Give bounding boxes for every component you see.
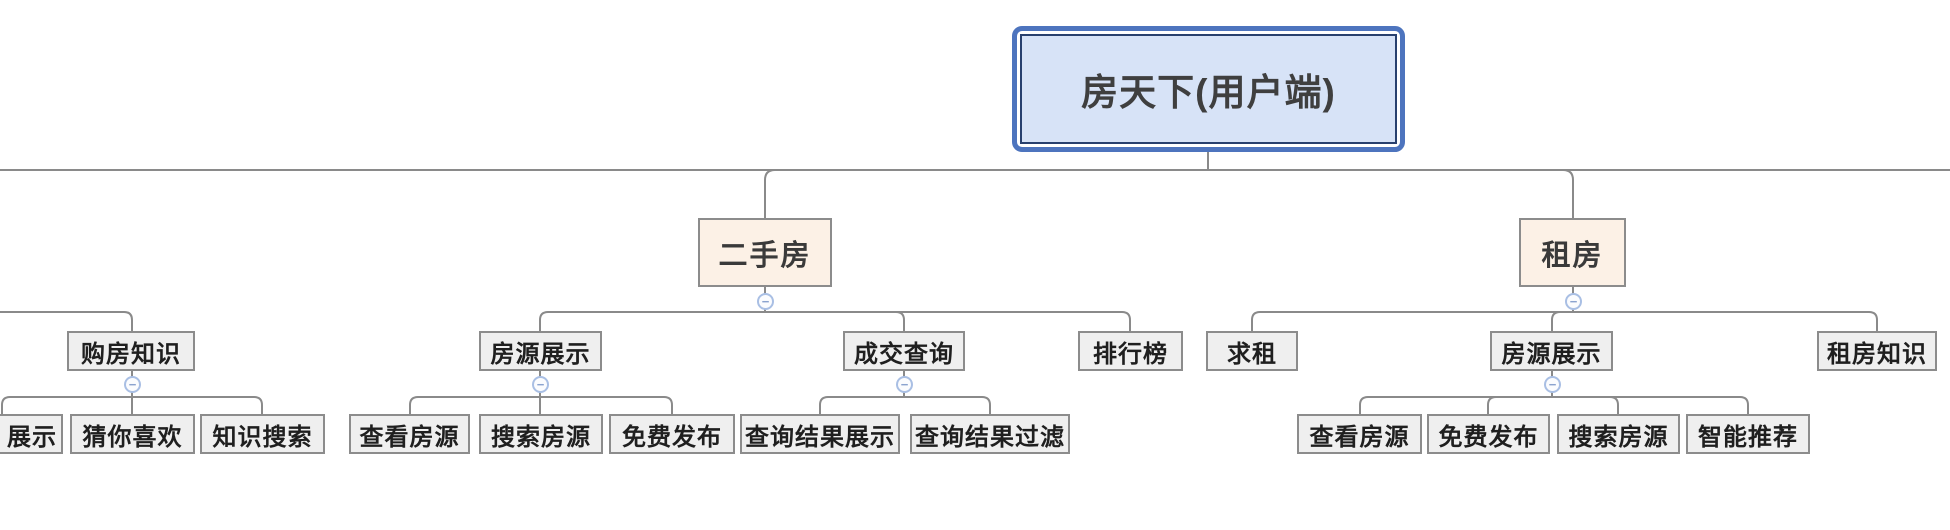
node-ershoufang[interactable]: 二手房 <box>698 218 832 287</box>
fangyuanzhanshi-zf-drop-sousuo <box>1609 396 1619 414</box>
node-mianfeifabu-esf[interactable]: 免费发布 <box>609 414 735 454</box>
node-chengjiaochaxun[interactable]: 成交查询 <box>843 331 965 371</box>
ershoufang-bus <box>539 311 1131 331</box>
node-sousuofangyuan-zf[interactable]: 搜索房源 <box>1557 414 1680 454</box>
collapse-icon[interactable]: − <box>532 376 549 393</box>
node-fangyuanzhanshi-esf[interactable]: 房源展示 <box>479 331 602 371</box>
collapse-icon[interactable]: − <box>896 376 913 393</box>
collapse-icon[interactable]: − <box>1544 376 1561 393</box>
node-zhinengtuijian[interactable]: 智能推荐 <box>1686 414 1810 454</box>
chengjiaochaxun-bus <box>819 396 991 414</box>
goufangzhishi-bus <box>1 396 263 414</box>
ershoufang-drop-line <box>764 169 776 218</box>
node-zufang[interactable]: 租房 <box>1519 218 1626 287</box>
node-fangyuanzhanshi-zf[interactable]: 房源展示 <box>1490 331 1613 371</box>
node-cainixihuan[interactable]: 猜你喜欢 <box>70 414 195 454</box>
node-zufangzhishi[interactable]: 租房知识 <box>1817 331 1937 371</box>
node-chaxunjieguoguolv[interactable]: 查询结果过滤 <box>910 414 1070 454</box>
node-zhanshi-partial[interactable]: 展示 <box>0 414 63 454</box>
fangyuanzhanshi-esf-bus <box>409 396 673 414</box>
node-zhishisousuo[interactable]: 知识搜索 <box>200 414 325 454</box>
node-goufangzhishi[interactable]: 购房知识 <box>67 331 195 371</box>
node-qiuzu[interactable]: 求租 <box>1206 331 1298 371</box>
node-chakanfangyuan-esf[interactable]: 查看房源 <box>349 414 470 454</box>
fangyuanzhanshi-zf-bus <box>1359 396 1749 414</box>
zufang-drop-line <box>1562 169 1574 218</box>
zufang-bus <box>1251 311 1878 331</box>
offscreen-parent-bus <box>0 311 133 331</box>
node-chakanfangyuan-zf[interactable]: 查看房源 <box>1297 414 1422 454</box>
node-mianfeifabu-zf[interactable]: 免费发布 <box>1427 414 1550 454</box>
collapse-icon[interactable]: − <box>757 293 774 310</box>
node-chaxunjieguozhanshi[interactable]: 查询结果展示 <box>740 414 900 454</box>
ershoufang-bus-drop-chengjiao <box>895 311 905 331</box>
root-label: 房天下(用户端) <box>1020 34 1397 144</box>
collapse-icon[interactable]: − <box>1565 293 1582 310</box>
zufang-bus-drop-fangyuan <box>1551 311 1561 331</box>
collapse-icon[interactable]: − <box>124 376 141 393</box>
node-paihangbang[interactable]: 排行榜 <box>1078 331 1183 371</box>
node-root[interactable]: 房天下(用户端) <box>1012 26 1405 152</box>
fangyuanzhanshi-zf-drop-mianfei <box>1487 396 1497 414</box>
node-sousuofangyuan-esf[interactable]: 搜索房源 <box>479 414 603 454</box>
